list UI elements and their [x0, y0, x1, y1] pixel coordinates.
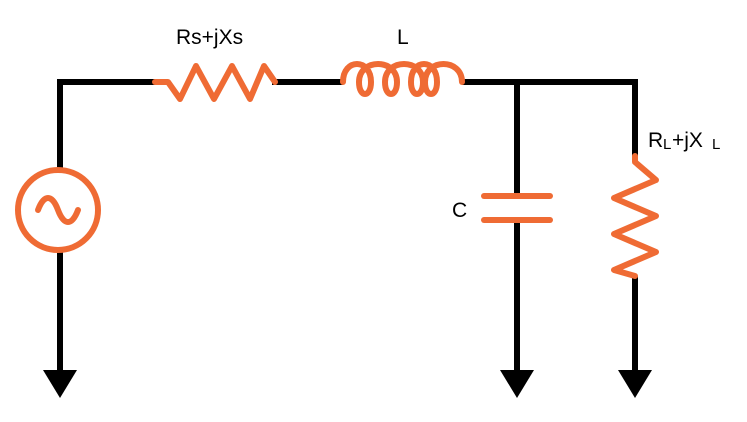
load-label-mid: +jX [672, 129, 703, 152]
source-resistor-label: Rs+jXs [176, 26, 243, 49]
inductor-label: L [397, 26, 409, 49]
ground-arrow-icon [618, 370, 652, 398]
load-label: R L +jX L [648, 129, 720, 153]
load-resistor-icon [611, 153, 659, 279]
ground-arrow-icon [500, 370, 534, 398]
ground-arrows [43, 370, 652, 398]
capacitor-icon [481, 193, 553, 223]
capacitor-label: C [452, 199, 467, 222]
load-label-x-sub: L [712, 136, 720, 153]
load-label-r-sub: L [663, 136, 671, 153]
wires [57, 79, 638, 372]
load-label-r: R [648, 129, 663, 152]
ground-arrow-icon [43, 370, 77, 398]
resistor-icon [152, 63, 278, 102]
inductor-icon [340, 61, 465, 97]
ac-source-icon [15, 167, 101, 253]
